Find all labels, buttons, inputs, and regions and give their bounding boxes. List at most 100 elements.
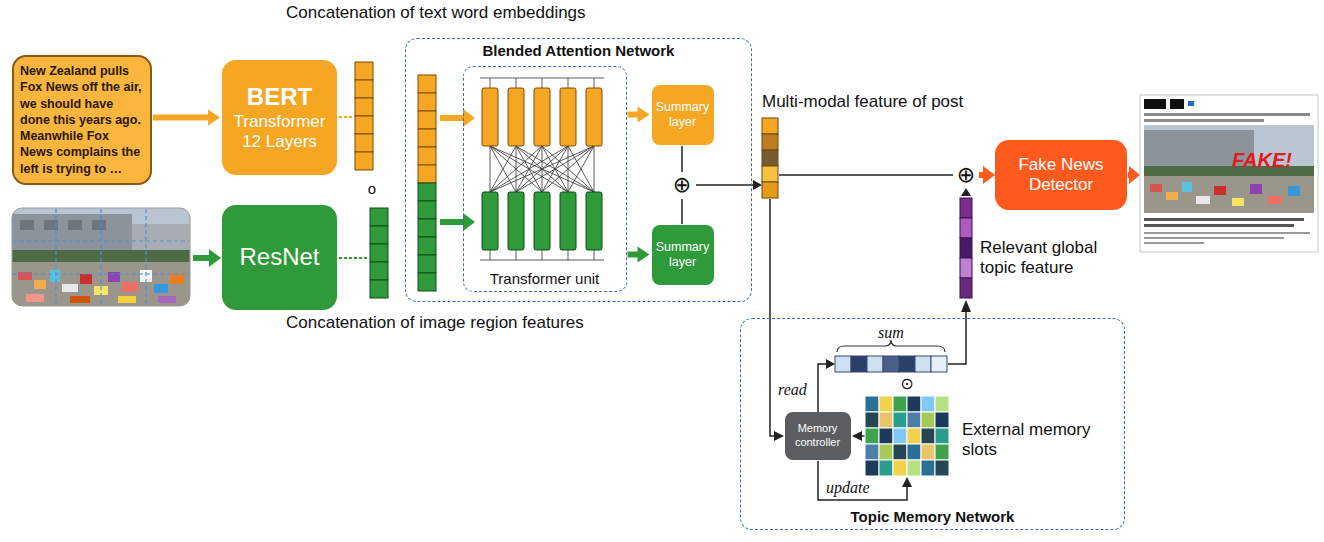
- memory-slots: [935, 460, 949, 476]
- news-photo: [145, 209, 146, 305]
- merge-lines: [681, 146, 683, 172]
- caption-label: Concatenation of image region features: [286, 313, 584, 333]
- memory-slots: [935, 444, 949, 460]
- text-feature-vector: [355, 98, 373, 116]
- attention-links: [568, 250, 569, 260]
- attention-links: [542, 146, 594, 192]
- concatenated-vector: [418, 237, 436, 255]
- input-arrows: [440, 115, 464, 121]
- image-feature-vector: [339, 257, 369, 259]
- arrow-shaft: [628, 252, 639, 258]
- transformer-cells: [534, 88, 550, 146]
- attention-links: [594, 250, 595, 260]
- node-title: Transformer unit: [468, 270, 622, 288]
- attention-links: [568, 146, 594, 192]
- memory-lines: [818, 312, 966, 500]
- news-photo: [68, 220, 82, 230]
- memory-arrowheads: [961, 300, 971, 312]
- bert-encoder-box: BERTTransformer 12 Layers: [222, 60, 337, 175]
- transformer-cells: [508, 192, 524, 250]
- news-photo: [92, 220, 106, 230]
- image-feature-vector: [370, 262, 388, 280]
- text-feature-vector: [355, 62, 373, 80]
- news-photo: [12, 208, 190, 306]
- detector-arrows: [983, 166, 995, 184]
- memory-slots: [907, 396, 921, 412]
- memory-slots: [879, 444, 893, 460]
- memory-slots: [935, 412, 949, 428]
- output-screenshot: [1288, 186, 1300, 196]
- news-photo: [100, 209, 101, 305]
- output-screenshot: [1182, 182, 1192, 192]
- text-feature-vector: [339, 62, 373, 170]
- transformer-cells: [482, 192, 602, 250]
- concatenated-vector: [418, 75, 436, 93]
- attention-links: [516, 78, 517, 88]
- feature-label: Multi-modal feature of post: [762, 92, 963, 112]
- transformer-cells: [482, 192, 498, 250]
- arrow-head: [638, 107, 650, 123]
- attention-links: [568, 146, 594, 192]
- node-title: Blended Attention Network: [410, 42, 747, 60]
- image-feature-vector: [370, 280, 388, 298]
- attention-links: [542, 250, 543, 260]
- output-screenshot: [1166, 192, 1178, 200]
- output-screenshot: [1144, 218, 1304, 221]
- node-title: BERT: [228, 83, 331, 112]
- feature-lines: [779, 174, 953, 176]
- memory-slots: [921, 396, 935, 412]
- node-title: Memory controller: [788, 422, 848, 448]
- memory-arrowheads: [902, 477, 912, 487]
- operation-label: read: [778, 380, 807, 399]
- multimodal-vector: [762, 118, 778, 134]
- multimodal-vector: [762, 134, 778, 150]
- post-text-box: New Zealand pulls Fox News off the air, …: [12, 55, 152, 185]
- topic-feature-vector: [960, 238, 972, 258]
- read-vector: [867, 356, 883, 372]
- memory-slots: [865, 396, 949, 476]
- output-screenshot: [1140, 95, 1318, 252]
- node-title: New Zealand pulls Fox News off the air, …: [20, 63, 144, 177]
- concatenated-vector: [418, 165, 436, 183]
- memory-slots: [879, 396, 893, 412]
- news-photo: [20, 220, 34, 230]
- concatenated-vector: [418, 255, 436, 273]
- news-photo: [13, 209, 189, 305]
- sum-brace: [837, 340, 945, 352]
- merge-lines: [682, 146, 753, 224]
- news-photo: [13, 240, 189, 241]
- memory-slots: [893, 396, 907, 412]
- attention-links: [490, 146, 594, 192]
- news-photo: [158, 296, 176, 303]
- memory-slots: [865, 444, 879, 460]
- output-screenshot: [1144, 119, 1264, 122]
- memory-slots: [893, 444, 907, 460]
- attention-links: [568, 78, 569, 88]
- news-photo: [80, 274, 92, 284]
- node-title: Fake News Detector: [1001, 155, 1121, 196]
- attention-links: [490, 146, 568, 192]
- concatenated-vector: [418, 201, 436, 219]
- output-screenshot: [1170, 99, 1184, 109]
- input-arrows: [440, 219, 464, 225]
- topic-feature-vector: [960, 198, 972, 298]
- output-screenshot: [1268, 196, 1282, 204]
- news-photo: [26, 294, 44, 302]
- node-title: Summary layer: [654, 240, 712, 270]
- concatenated-vector: [418, 219, 436, 237]
- memory-slots: [879, 412, 893, 428]
- topic-feature-vector: [960, 258, 972, 278]
- sum-operator: ⊕: [957, 162, 975, 188]
- transformer-cells: [560, 88, 576, 146]
- topic-feature-vector: [960, 278, 972, 298]
- image-feature-vector: [339, 208, 388, 298]
- product-operator: ⊙: [900, 374, 913, 393]
- attention-links: [516, 146, 594, 192]
- output-screenshot: [1140, 95, 1318, 252]
- memory-controller-box: Memory controller: [785, 412, 851, 460]
- attention-links: [490, 146, 516, 192]
- attention-network-region: Blended Attention NetworkTransformer uni…: [405, 38, 752, 302]
- resnet-encoder-box: ResNet: [222, 205, 337, 310]
- news-photo: [154, 284, 168, 293]
- memory-slots: [921, 428, 935, 444]
